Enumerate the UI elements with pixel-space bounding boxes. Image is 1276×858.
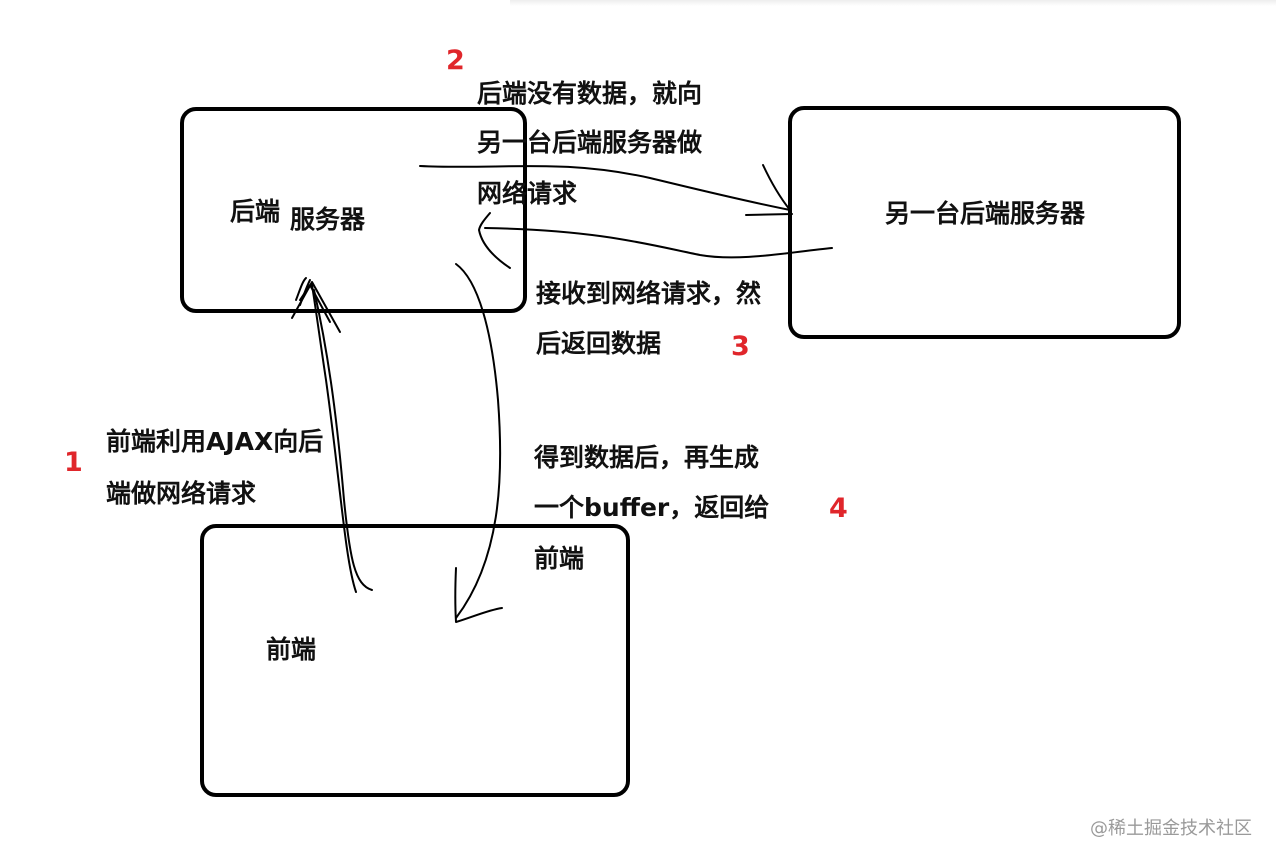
frontend-box [200,524,630,797]
arrow-backend-to-frontend [455,263,502,619]
arrow-backend-to-other [419,165,791,211]
step-4-text-line3: 前端 [534,544,585,573]
arrow-backend-to-frontend-head [454,567,503,623]
step-2-text-line2: 另一台后端服务器做 [477,128,703,157]
watermark-text: @稀土掘金技术社区 [1090,818,1252,839]
step-2-text-line1: 后端没有数据，就向 [477,79,703,108]
arrow-backend-to-other-head [745,164,793,216]
other-backend-label: 另一台后端服务器 [885,199,1086,228]
step-1-number: 1 [64,447,83,478]
step-2-text-line3: 网络请求 [477,179,578,208]
step-1-text-line1: 前端利用AJAX向后 [106,427,324,456]
backend-label-part1: 后端 [230,197,281,226]
backend-server-box [180,107,527,313]
top-shadow-bar [510,0,1276,6]
step-1-text-line2: 端做网络请求 [106,479,257,508]
step-4-number: 4 [829,493,848,524]
step-4-text-line1: 得到数据后，再生成 [534,443,760,472]
frontend-label: 前端 [266,635,317,664]
step-4-text-line2: 一个buffer，返回给 [534,493,770,522]
arrow-other-to-backend-head [478,212,511,269]
step-2-number: 2 [446,45,465,76]
step-3-text-line2: 后返回数据 [536,329,662,358]
other-backend-server-box [788,106,1181,339]
arrow-frontend-to-backend-shaft2 [311,284,357,593]
backend-label-part2: 服务器 [290,205,366,234]
step-3-text-line1: 接收到网络请求，然 [536,279,762,308]
step-3-number: 3 [731,331,750,362]
arrow-frontend-to-backend-scribble [295,277,311,306]
arrow-other-to-backend [484,227,833,259]
arrow-frontend-to-backend [313,289,373,591]
